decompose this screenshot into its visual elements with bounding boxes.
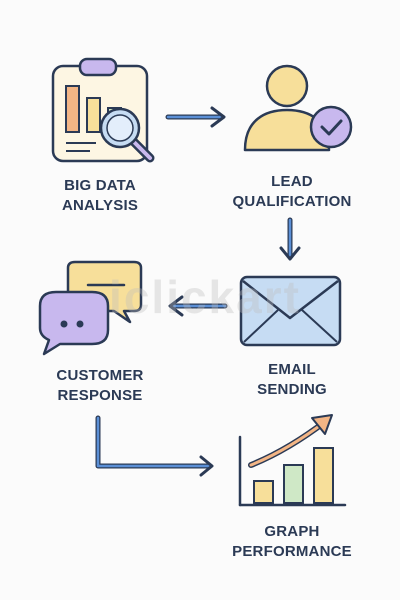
clipboard-magnifier-icon [51, 57, 155, 163]
user-check-icon [243, 64, 353, 152]
chat-bubbles-icon [38, 260, 143, 356]
envelope-icon [239, 275, 342, 347]
arrow-elbow [95, 415, 214, 477]
arrow-left [168, 295, 228, 317]
arrow-right-1 [165, 106, 226, 128]
bar-chart-growth-icon [238, 414, 347, 507]
arrow-down [279, 217, 301, 261]
